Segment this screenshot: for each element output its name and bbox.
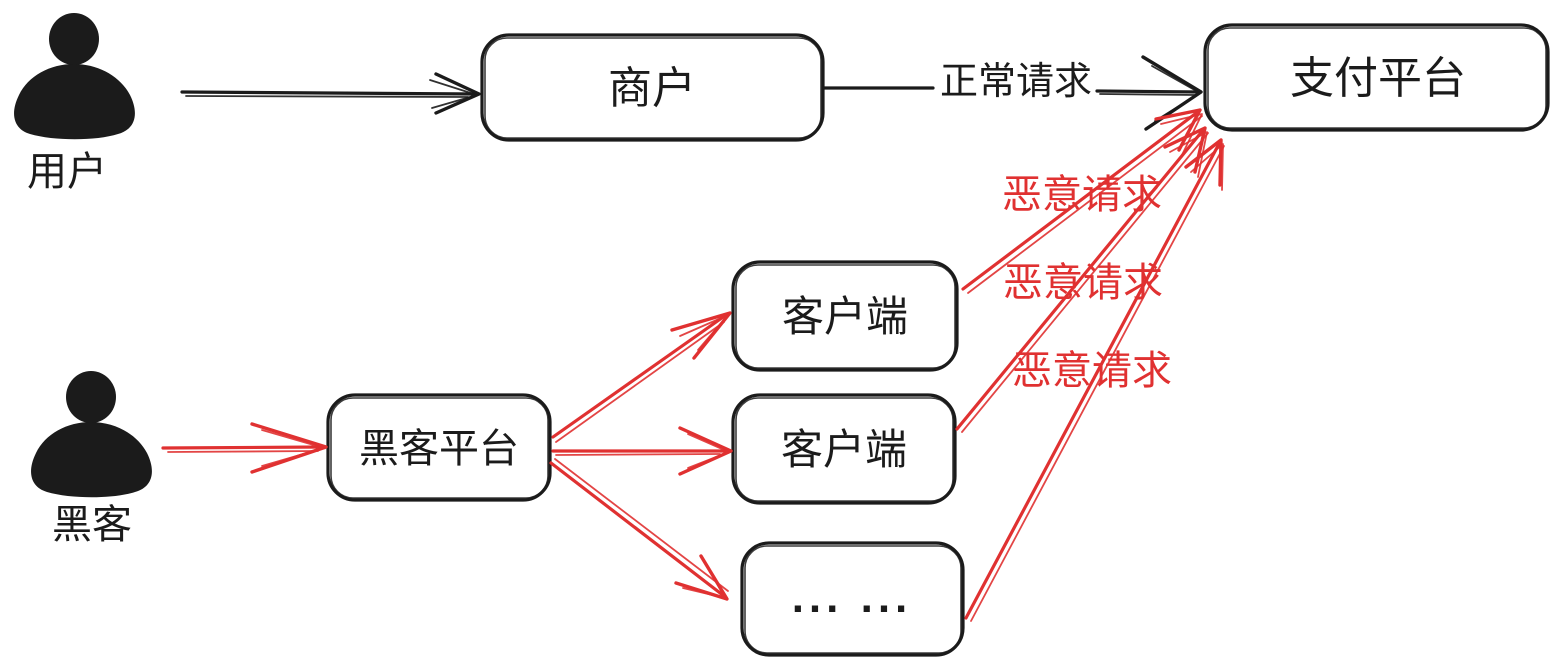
malicious-edges-layer	[161, 108, 1225, 622]
user-label: 用户	[27, 150, 107, 194]
merchant-label: 商户	[608, 64, 696, 113]
hacker-icon	[31, 371, 152, 498]
node-client-1	[731, 260, 959, 372]
arrow-platform-to-more-clients	[549, 458, 729, 601]
node-more-clients	[740, 541, 965, 657]
arrow-merchant-to-payment	[822, 55, 1203, 131]
node-payment-platform	[1203, 23, 1550, 132]
arrow-platform-to-client-1	[551, 311, 732, 443]
danger-labels-layer: 恶意请求 恶意请求 恶意请求	[1002, 173, 1172, 393]
arrow-user-to-merchant	[180, 72, 481, 115]
arrow-platform-to-client-2	[551, 426, 733, 476]
hacker-label: 黑客	[52, 503, 132, 547]
node-boxes-layer	[326, 23, 1550, 657]
normal-request-label: 正常请求	[940, 61, 1092, 103]
client-1-label: 客户端	[782, 293, 908, 340]
user-icon	[14, 13, 135, 140]
malicious-request-label-3: 恶意请求	[1012, 349, 1172, 393]
ink-labels-layer: 用户 黑客 商户 支付平台 客户端 客户端 ... ... 黑客平台 正常请求	[27, 54, 1466, 622]
payment-platform-label: 支付平台	[1290, 54, 1466, 103]
normal-edges-layer	[180, 55, 1203, 131]
hacker-platform-label: 黑客平台	[359, 427, 519, 471]
malicious-request-label-2: 恶意请求	[1003, 261, 1163, 305]
client-2-label: 客户端	[781, 426, 907, 473]
more-clients-label: ... ...	[792, 573, 913, 622]
node-hacker-platform	[326, 393, 552, 502]
arrow-more-clients-to-payment	[964, 138, 1225, 622]
node-client-2	[731, 393, 957, 505]
actor-icons-layer	[14, 13, 152, 498]
arrow-hacker-to-hacker-platform	[161, 422, 328, 474]
malicious-request-label-1: 恶意请求	[1002, 173, 1162, 217]
